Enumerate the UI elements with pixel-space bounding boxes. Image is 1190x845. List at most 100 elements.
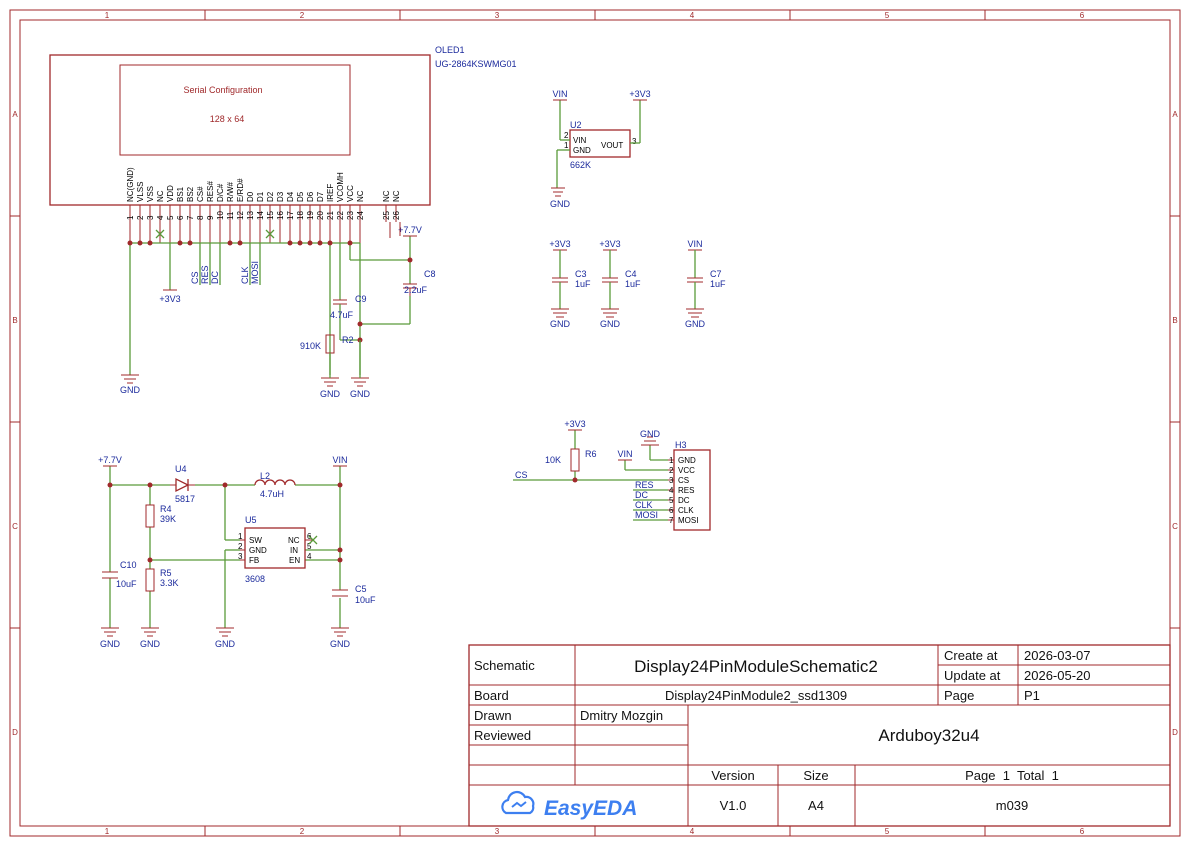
oled-module[interactable]: Serial Configuration 128 x 64 OLED1 UG-2… [49,45,517,206]
diode-u4[interactable]: U4 5817 [170,464,195,504]
tb-drawn-by: Dmitry Mozgin [580,708,663,723]
border-row-label: A [12,110,18,119]
svg-text:IN: IN [290,546,298,555]
oled-pin-number: 21 [326,211,335,220]
gnd-symbol: GND [100,627,121,649]
tb-board-label: Board [474,688,509,703]
svg-text:EN: EN [289,556,300,565]
net-3v3-label: +3V3 [629,89,650,99]
svg-text:VIN: VIN [332,455,347,465]
border-col-label: 6 [1080,827,1085,836]
net-label-cs: CS [190,271,200,284]
resistor-r6[interactable]: R6 10K [545,448,597,472]
svg-text:1: 1 [564,141,569,150]
border-row-label: D [12,728,18,737]
h3-pin-number: 3 [669,476,674,485]
capacitor-c5[interactable]: C5 10uF [332,584,376,605]
svg-text:1uF: 1uF [625,279,641,289]
inductor-l2[interactable]: L2 4.7uH [254,471,296,499]
svg-text:3: 3 [632,137,637,146]
tb-page-label: Page [944,688,974,703]
svg-text:1uF: 1uF [710,279,726,289]
oled-pin-name: NC [392,190,401,202]
h3-pin-number: 4 [669,486,674,495]
oled-pin-number: 18 [296,211,305,220]
h3-pin-name: RES [678,486,694,495]
svg-text:GND: GND [330,639,351,649]
regulator-u2[interactable]: U2 VIN GND VOUT 662K 2 1 3 [564,120,637,170]
resistor-r2[interactable]: R2 910K [300,334,354,354]
h3-pin-name: VCC [678,466,695,475]
oled-pin-number: 6 [176,215,185,220]
resistor-r5[interactable]: R5 3.3K [145,568,179,592]
svg-text:GND: GND [550,199,571,209]
h3-pin-name: MOSI [678,516,698,525]
tb-schematic-label: Schematic [474,658,535,673]
oled-pin-name: D6 [306,191,315,202]
tb-size: A4 [808,798,824,813]
net-label-mosi: MOSI [635,510,658,520]
svg-text:C9: C9 [355,294,367,304]
oled-pin-number: 10 [216,211,225,220]
capacitor-c7[interactable]: VIN GND C7 1uF [685,239,726,329]
net-label-clk: CLK [240,266,250,284]
svg-text:GND: GND [100,639,121,649]
h3-pin-name: CLK [678,506,694,515]
svg-text:VIN: VIN [687,239,702,249]
gnd-symbol: GND [350,377,371,399]
svg-text:3608: 3608 [245,574,265,584]
svg-text:662K: 662K [570,160,591,170]
oled-pin-number: 13 [246,211,255,220]
h3-pin-number: 6 [669,506,674,515]
tb-page-value: P1 [1024,688,1040,703]
svg-text:5817: 5817 [175,494,195,504]
svg-text:H3: H3 [675,440,687,450]
svg-text:+3V3: +3V3 [599,239,620,249]
gnd-symbol: GND [215,627,236,649]
tb-update-date: 2026-05-20 [1024,668,1091,683]
svg-text:GND: GND [350,389,371,399]
resistor-r4[interactable]: R4 39K [145,504,176,528]
svg-text:4.7uF: 4.7uF [330,310,354,320]
tb-part-code: m039 [996,798,1029,813]
border-row-label: B [12,316,17,325]
net-label-mosi: MOSI [250,261,260,284]
svg-text:C7: C7 [710,269,722,279]
capacitor-c3[interactable]: +3V3 GND C3 1uF [549,239,591,329]
svg-text:C5: C5 [355,584,367,594]
oled-inner-resolution: 128 x 64 [210,114,245,124]
border-col-label: 6 [1080,11,1085,20]
svg-text:2: 2 [238,542,243,551]
svg-text:C8: C8 [424,269,436,279]
border-col-label: 3 [495,11,500,20]
svg-text:R5: R5 [160,568,172,578]
svg-text:U4: U4 [175,464,187,474]
border-col-label: 2 [300,11,305,20]
capacitor-c10[interactable]: C10 10uF [102,560,137,589]
svg-text:GND: GND [140,639,161,649]
capacitor-c8[interactable]: C8 2.2uF [403,269,436,296]
svg-text:C4: C4 [625,269,637,279]
capacitor-c9[interactable]: C9 4.7uF [330,294,367,340]
svg-text:VOUT: VOUT [601,141,623,150]
svg-text:10uF: 10uF [355,595,376,605]
tb-size-label: Size [803,768,828,783]
oled-pin-name: NC [382,190,391,202]
svg-text:C10: C10 [120,560,137,570]
svg-text:4: 4 [307,552,312,561]
tb-drawn-label: Drawn [474,708,512,723]
net-label-clk: CLK [635,500,653,510]
h3-pin-number: 5 [669,496,674,505]
oled-wiring [129,236,411,375]
oled-pin-name: D0 [246,191,255,202]
border-col-label: 4 [690,827,695,836]
boost-ic-u5[interactable]: U5 SW GND FB NC IN EN 1 2 3 6 5 4 3608 [238,515,318,584]
capacitor-c4[interactable]: +3V3 GND C4 1uF [599,239,641,329]
no-connect-marks [155,229,275,239]
svg-text:R4: R4 [160,504,172,514]
svg-text:NC: NC [288,536,300,545]
svg-text:GND: GND [550,319,571,329]
svg-text:+3V3: +3V3 [159,294,180,304]
oled-pin-name: D7 [316,191,325,202]
